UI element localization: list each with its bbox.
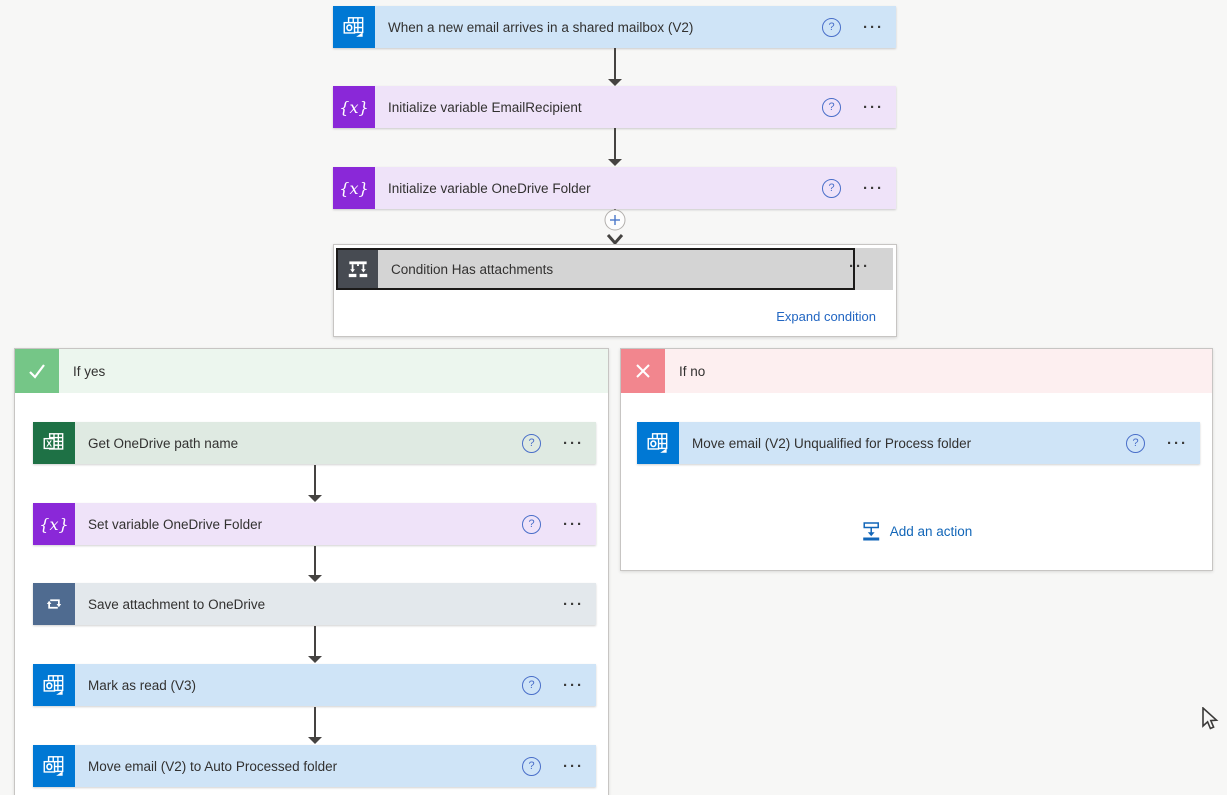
help-icon[interactable]: ? — [522, 514, 541, 534]
action-label: Mark as read (V3) — [88, 677, 197, 693]
flow-arrow — [608, 128, 622, 166]
if-yes-label: If yes — [73, 363, 106, 379]
more-options-icon[interactable]: ··· — [849, 258, 870, 275]
more-options-icon[interactable]: ··· — [563, 515, 584, 533]
flow-arrow — [308, 546, 322, 582]
if-no-label: If no — [679, 363, 706, 379]
loop-icon — [33, 583, 75, 625]
condition-header-selected[interactable]: Condition Has attachments — [336, 248, 855, 290]
action-card-move-email-auto-processed[interactable]: Move email (V2) to Auto Processed folder… — [33, 745, 596, 787]
if-yes-header[interactable]: If yes — [15, 349, 608, 393]
help-icon[interactable]: ? — [822, 97, 841, 117]
action-card-mark-as-read[interactable]: Mark as read (V3) ? ··· — [33, 664, 596, 706]
action-label: Get OneDrive path name — [88, 435, 239, 451]
trigger-label: When a new email arrives in a shared mai… — [388, 19, 694, 35]
flow-arrow — [308, 465, 322, 502]
action-label: Set variable OneDrive Folder — [88, 516, 263, 532]
more-options-icon[interactable]: ··· — [563, 676, 584, 694]
check-icon — [15, 349, 59, 393]
more-options-icon[interactable]: ··· — [863, 18, 884, 36]
add-an-action-button[interactable]: Add an action — [861, 522, 973, 541]
variable-icon: {x} — [333, 167, 375, 209]
action-label: Save attachment to OneDrive — [88, 596, 266, 612]
add-action-label: Add an action — [889, 524, 973, 539]
more-options-icon[interactable]: ··· — [563, 434, 584, 452]
variable-icon: {x} — [333, 86, 375, 128]
action-card-move-email-unqualified[interactable]: Move email (V2) Unqualified for Process … — [637, 422, 1200, 464]
more-options-icon[interactable]: ··· — [563, 595, 584, 613]
insert-step-plus-button[interactable] — [604, 209, 626, 236]
action-label: Move email (V2) Unqualified for Process … — [692, 435, 972, 451]
flow-arrowhead — [606, 234, 624, 245]
outlook-icon — [333, 6, 375, 48]
action-card-initialize-variable-emailrecipient[interactable]: {x} Initialize variable EmailRecipient ?… — [333, 86, 896, 128]
condition-card: Condition Has attachments ··· Expand con… — [333, 244, 897, 337]
action-label: Initialize variable OneDrive Folder — [388, 180, 591, 196]
svg-text:X: X — [46, 438, 52, 448]
outlook-icon — [33, 745, 75, 787]
cross-icon — [621, 349, 665, 393]
trigger-card-new-email-shared-mailbox[interactable]: When a new email arrives in a shared mai… — [333, 6, 896, 48]
condition-icon — [338, 250, 378, 288]
add-action-icon — [862, 522, 879, 541]
outlook-icon — [33, 664, 75, 706]
more-options-icon[interactable]: ··· — [1167, 434, 1188, 452]
action-card-set-variable-onedrive-folder[interactable]: {x} Set variable OneDrive Folder ? ··· — [33, 503, 596, 545]
action-card-get-onedrive-path-name[interactable]: X Get OneDrive path name ? ··· — [33, 422, 596, 464]
help-icon[interactable]: ? — [522, 756, 541, 776]
action-label: Initialize variable EmailRecipient — [388, 99, 582, 115]
condition-label: Condition Has attachments — [391, 261, 554, 277]
excel-icon: X — [33, 422, 75, 464]
help-icon[interactable]: ? — [522, 675, 541, 695]
branch-card-if-yes: If yes X Get OneDrive path name ? ··· — [14, 348, 609, 795]
more-options-icon[interactable]: ··· — [863, 98, 884, 116]
help-icon[interactable]: ? — [822, 17, 841, 37]
help-icon[interactable]: ? — [522, 433, 541, 453]
variable-icon: {x} — [33, 503, 75, 545]
action-card-initialize-variable-onedrive-folder[interactable]: {x} Initialize variable OneDrive Folder … — [333, 167, 896, 209]
help-icon[interactable]: ? — [822, 178, 841, 198]
flow-arrow — [608, 48, 622, 86]
more-options-icon[interactable]: ··· — [863, 179, 884, 197]
branch-card-if-no: If no Move email (V2) Unqualified for Pr… — [620, 348, 1213, 571]
more-options-icon[interactable]: ··· — [563, 757, 584, 775]
flow-arrow — [308, 707, 322, 744]
outlook-icon — [637, 422, 679, 464]
action-label: Move email (V2) to Auto Processed folder — [88, 758, 338, 774]
flow-arrow — [308, 626, 322, 663]
help-icon[interactable]: ? — [1126, 433, 1145, 453]
mouse-cursor — [1199, 706, 1221, 738]
if-no-header[interactable]: If no — [621, 349, 1212, 393]
expand-condition-link[interactable]: Expand condition — [776, 309, 876, 324]
action-card-save-attachment-to-onedrive[interactable]: Save attachment to OneDrive ··· — [33, 583, 596, 625]
